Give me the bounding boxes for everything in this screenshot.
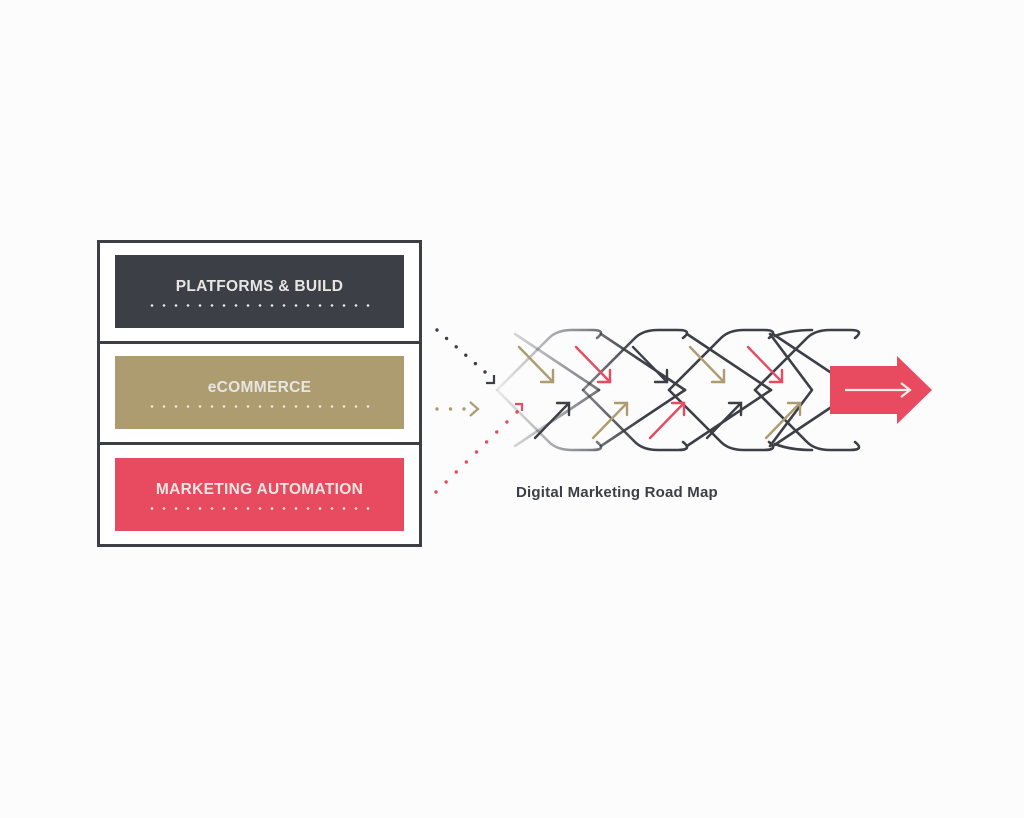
corner-arrow-up-right-icon [515,402,524,411]
arrow-shaft [517,345,555,384]
arrow-head [596,368,612,384]
braid-strand-diagonal [685,388,773,448]
long-arrow-right-icon [845,382,912,398]
connector-dot [473,361,478,366]
connector-dot [435,328,439,332]
connector-dot [474,450,479,454]
arrow-shaft [746,345,784,384]
arrow-shaft [705,401,743,440]
braid-strand-diagonal [513,332,601,392]
connector-platforms [435,328,496,385]
ecommerce-card: eCOMMERCE [115,356,404,429]
arrow-shaft [688,345,726,384]
connector-dot [495,430,499,434]
braid-arrows [517,345,802,440]
arrow-shaft [631,345,669,384]
marketing-automation-label: MARKETING AUTOMATION [155,481,364,498]
braid-strand-diagonal [599,332,687,392]
connector-dot [454,470,458,474]
dotted-line [434,410,519,494]
arrow-head [786,401,802,417]
braid-strand-diagonal [513,388,601,448]
corner-arrow-down-right-icon [486,375,496,385]
arrow-shaft [574,345,612,384]
braid-chevron-end [768,332,814,448]
braid-strand-bottom [753,388,861,452]
marketing-automation-card: MARKETING AUTOMATION [115,458,404,531]
arrow-down-right-icon [688,345,726,384]
arrow-shaft [533,401,571,440]
arrow-down-right-icon [574,345,612,384]
arrow-down-right-icon [517,345,555,384]
roadmap-caption: Digital Marketing Road Map [516,484,718,501]
dotted-underline [145,304,374,307]
arrow-shaft [591,401,629,440]
connector-dot [483,370,487,374]
connector-dot [454,345,458,349]
arrow-head [613,401,629,417]
arrow-down-right-icon [746,345,784,384]
braid-strand-top [753,328,861,392]
chevron-right-icon [469,401,480,417]
stack-row-platforms: PLATFORMS & BUILD [100,243,419,344]
arrow-head [539,368,555,384]
arrow-shaft [764,401,802,440]
arrow-up-right-icon [764,401,802,440]
arrow-down-right-icon [631,345,669,384]
braid-tail-bottom [773,442,814,452]
arrow-up-right-icon [705,401,743,440]
braid-strand-diagonal [599,388,687,448]
output-arrow [830,356,932,424]
connector-dot [464,353,468,357]
braid-tail-top [773,328,814,338]
platforms-build-label: PLATFORMS & BUILD [175,278,344,295]
dotted-line [435,407,466,411]
connector-dot [448,407,453,411]
arrow-head [727,401,743,417]
arrow-head [670,401,686,417]
connector-ecommerce [435,401,480,417]
arrow-head [710,368,726,384]
arrow-head [555,401,571,417]
stack-row-ecommerce: eCOMMERCE [100,344,419,445]
connector-marketing [434,402,524,494]
ecommerce-label: eCOMMERCE [207,379,312,396]
connector-dot [435,407,439,411]
connector-dot [444,480,448,484]
connector-dot [505,420,509,424]
connector-dot [462,407,466,411]
connector-dot [464,460,469,464]
arrow-up-right-icon [648,401,686,440]
capability-stack: PLATFORMS & BUILD eCOMMERCE MARKETING AU… [97,240,422,547]
stack-row-marketing: MARKETING AUTOMATION [100,445,419,544]
arrow-head [653,368,669,384]
dotted-line [435,328,487,374]
dotted-underline [145,405,374,408]
connector-dot [444,336,449,341]
platforms-build-card: PLATFORMS & BUILD [115,255,404,328]
arrow-up-right-icon [591,401,629,440]
arrow-head [768,368,784,384]
dotted-underline [145,507,374,510]
braid-strand-diagonal [685,332,773,392]
connector-dot [434,490,438,494]
arrow-up-right-icon [533,401,571,440]
braid [495,328,861,452]
connector-dot [484,440,489,444]
arrow-shaft [648,401,686,440]
